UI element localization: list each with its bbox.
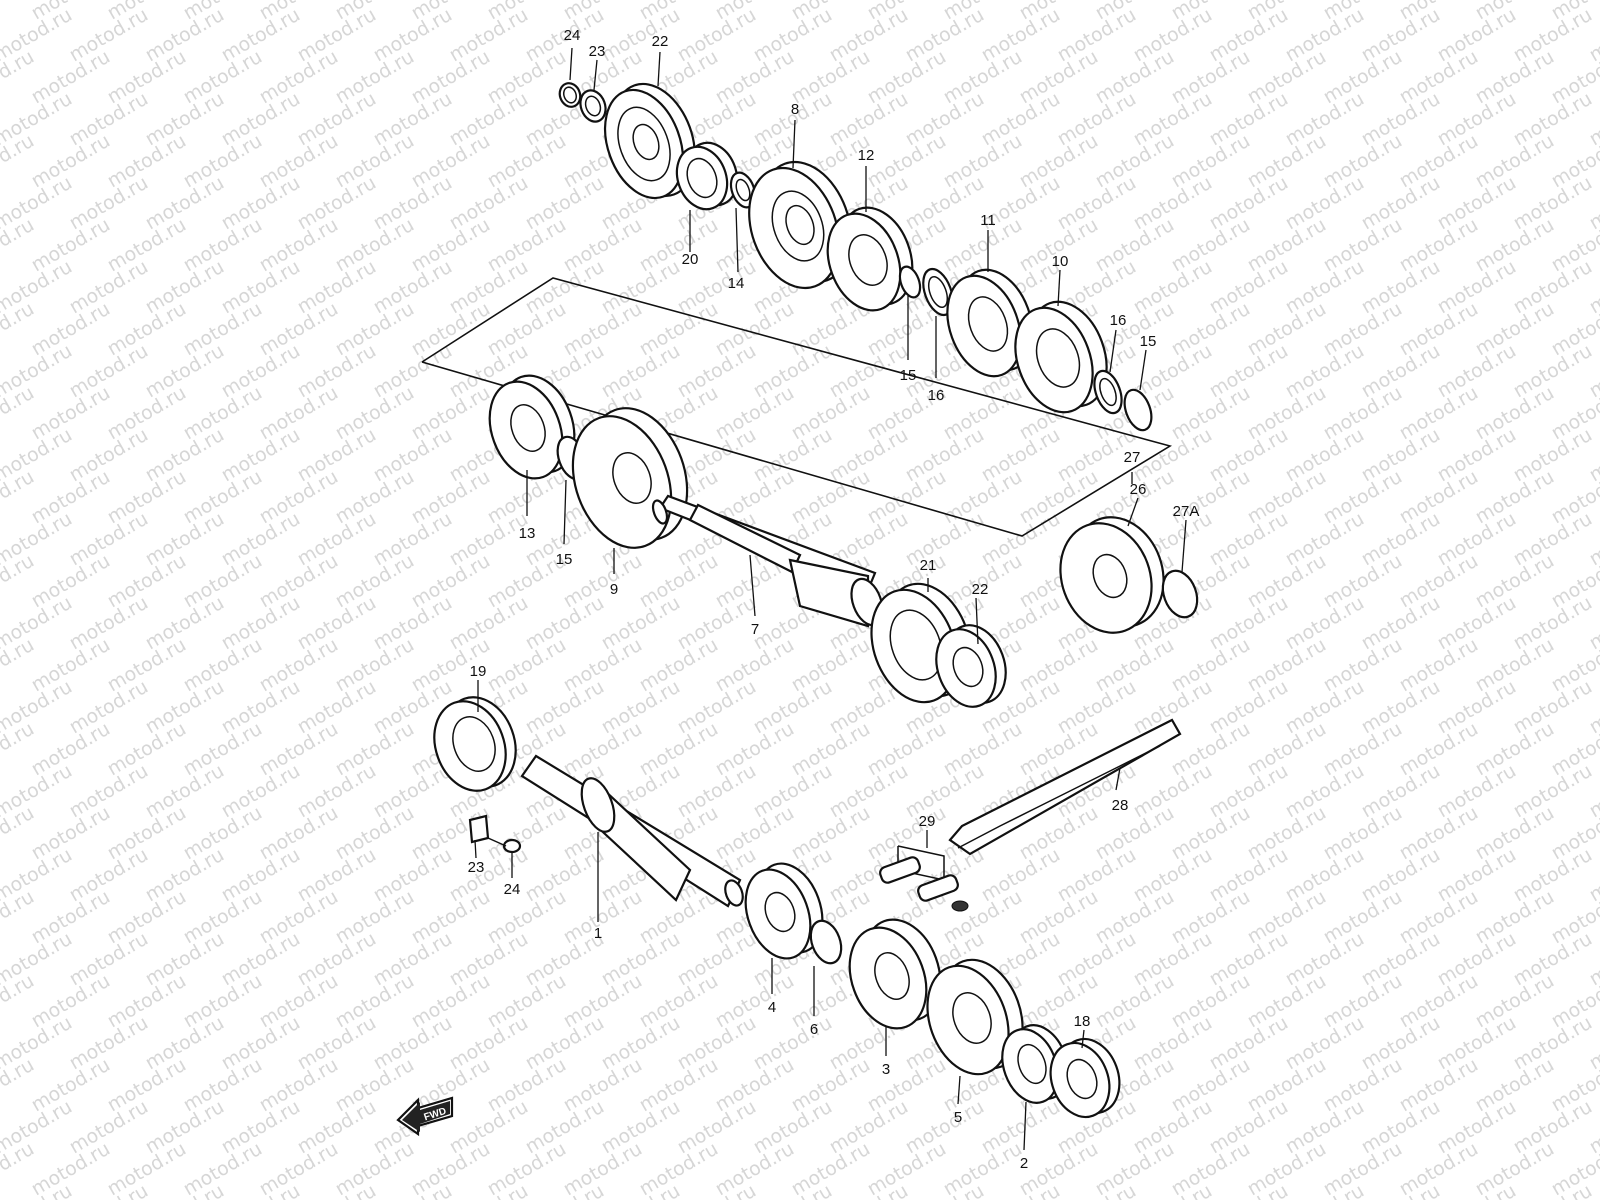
callout-6: 6: [810, 1021, 818, 1038]
callout-labels: 24 23 22 8 12 11 10 16 15 20 14 15 16 27…: [468, 27, 1200, 1172]
bearing-retainer-22: [468, 814, 490, 844]
assembly-frame: [421, 277, 1173, 537]
gear-3: [848, 918, 942, 1030]
washer-16-top: [922, 267, 954, 317]
callout-9: 9: [610, 581, 618, 598]
callout-20: 21: [920, 557, 937, 574]
bearing-19: [675, 141, 739, 211]
gear-13: [488, 374, 576, 480]
mainshaft-1: [520, 754, 744, 908]
callout-3: 3: [882, 1061, 890, 1078]
callout-15-top: 15: [900, 367, 917, 384]
callout-17: 18: [1074, 1013, 1091, 1030]
gear-10: [1014, 300, 1108, 414]
callout-22: 23: [468, 859, 485, 876]
circlip-26: [558, 82, 582, 108]
gear-24: [604, 82, 696, 200]
circlip-28: [1161, 569, 1199, 619]
bearing-17: [1049, 1037, 1121, 1119]
callout-12: 12: [858, 147, 875, 164]
callout-27a: 27: [1124, 449, 1141, 466]
callout-10: 10: [1052, 253, 1069, 270]
callout-21: 22: [972, 581, 989, 598]
callout-14: 14: [728, 275, 745, 292]
circlip-15-top: [898, 265, 922, 299]
callout-15-right: 15: [1140, 333, 1157, 350]
circlip-15-right: [1123, 388, 1153, 432]
fwd-arrow-icon: FWD: [396, 1096, 454, 1137]
gear-4: [744, 862, 824, 960]
callout-16-right: 16: [1110, 312, 1127, 329]
chain-joint-30: [879, 845, 969, 912]
drive-chain-29: [948, 718, 1182, 856]
callout-18: 19: [470, 663, 487, 680]
gear-12: [826, 206, 914, 312]
callout-1: 1: [594, 925, 602, 942]
callout-29: 28: [1112, 797, 1129, 814]
callout-11: 11: [980, 212, 996, 229]
callout-4: 4: [768, 999, 776, 1016]
callout-15-mid: 15: [556, 551, 573, 568]
callout-2: 2: [1020, 1155, 1028, 1172]
seal-21: [935, 624, 1007, 708]
callout-30: 29: [919, 813, 936, 830]
screw-23: [487, 837, 522, 854]
washer-25: [579, 89, 607, 123]
callout-26: 24: [564, 27, 581, 44]
callout-23: 24: [504, 881, 521, 898]
callout-28: 27A: [1173, 503, 1200, 520]
callout-7: 7: [751, 621, 759, 638]
callout-8: 8: [791, 101, 799, 118]
leader-lines: [474, 47, 1187, 1151]
countershaft-7: [651, 494, 884, 628]
callout-27: 26: [1130, 481, 1147, 498]
gear-9: [571, 407, 689, 549]
callout-13: 13: [519, 525, 536, 542]
callout-16-top: 16: [928, 387, 945, 404]
callout-25: 23: [589, 43, 606, 60]
callout-19: 20: [682, 251, 699, 268]
circlip-6: [809, 919, 843, 965]
callout-24: 22: [652, 33, 669, 50]
sprocket-27: [1059, 516, 1165, 634]
gear-5: [926, 958, 1024, 1076]
bearing-18: [433, 696, 517, 792]
callout-5: 5: [954, 1109, 962, 1126]
washer-16-right: [1093, 369, 1123, 415]
